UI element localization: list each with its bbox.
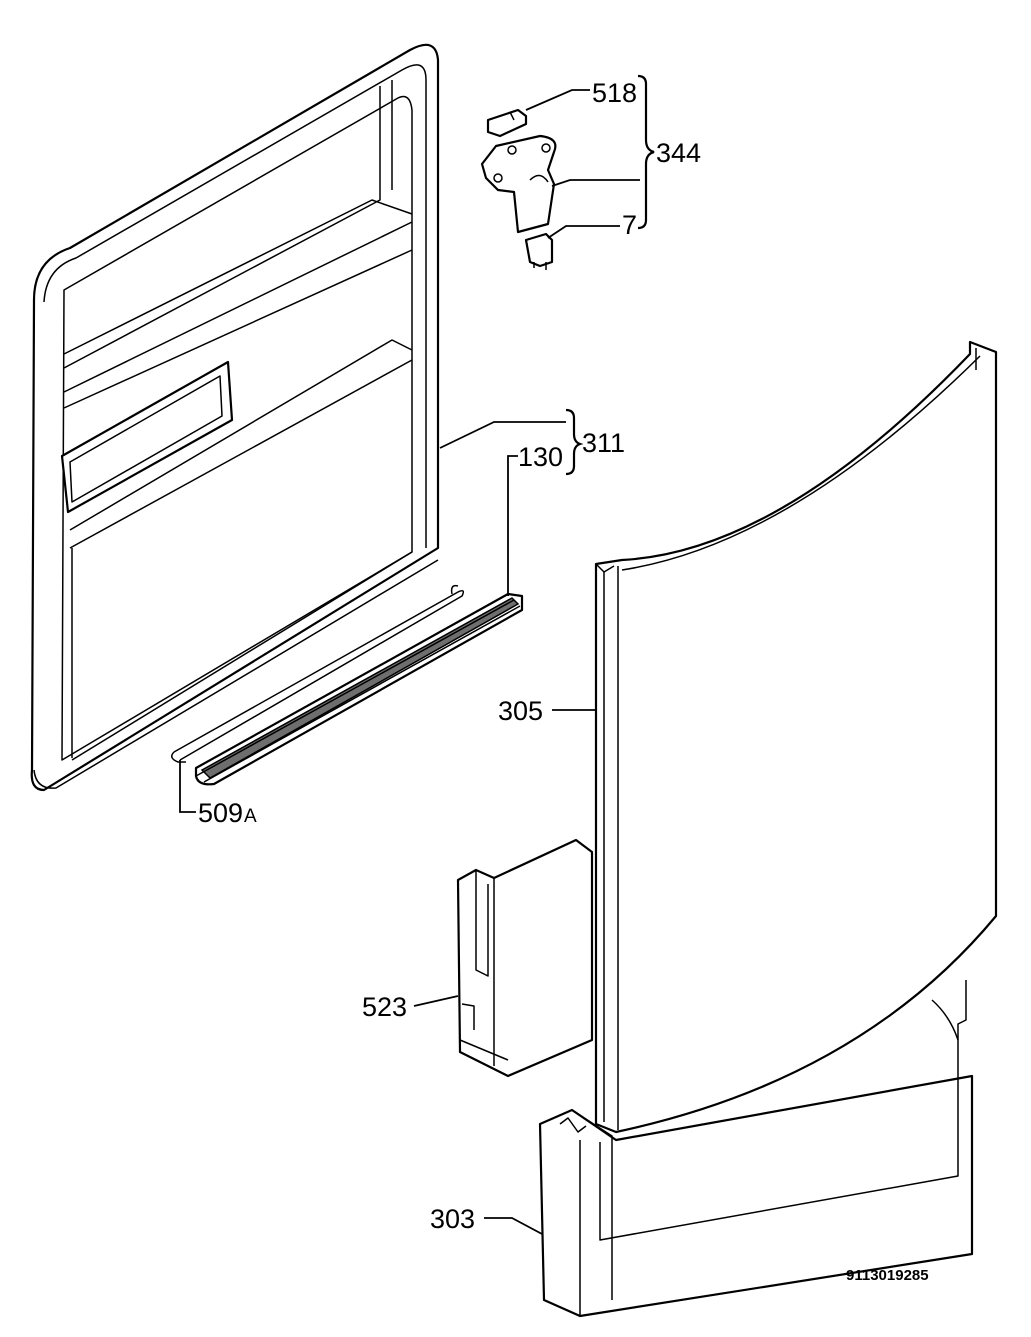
label-344: 344 xyxy=(656,138,701,168)
label-509: 509 xyxy=(198,798,243,828)
inner-door-panel xyxy=(30,43,440,792)
door-seal-strip xyxy=(194,592,524,786)
hinge-rod xyxy=(171,584,465,763)
door-lock-assembly xyxy=(480,108,557,270)
label-130: 130 xyxy=(518,442,563,472)
label-305: 305 xyxy=(498,696,543,726)
bracket-part xyxy=(456,838,594,1078)
label-509-suffix: A xyxy=(244,806,257,827)
label-303: 303 xyxy=(430,1204,475,1234)
brace-344 xyxy=(637,74,655,230)
leader-lines xyxy=(179,89,640,1235)
brace-311 xyxy=(565,408,584,476)
label-7: 7 xyxy=(622,210,637,240)
bottom-plinth-panel xyxy=(538,980,974,1318)
document-number: 9113019285 xyxy=(846,1267,929,1284)
label-523: 523 xyxy=(362,992,407,1022)
label-518: 518 xyxy=(592,78,637,108)
label-311: 311 xyxy=(582,428,625,458)
outer-door-panel xyxy=(594,340,998,1134)
